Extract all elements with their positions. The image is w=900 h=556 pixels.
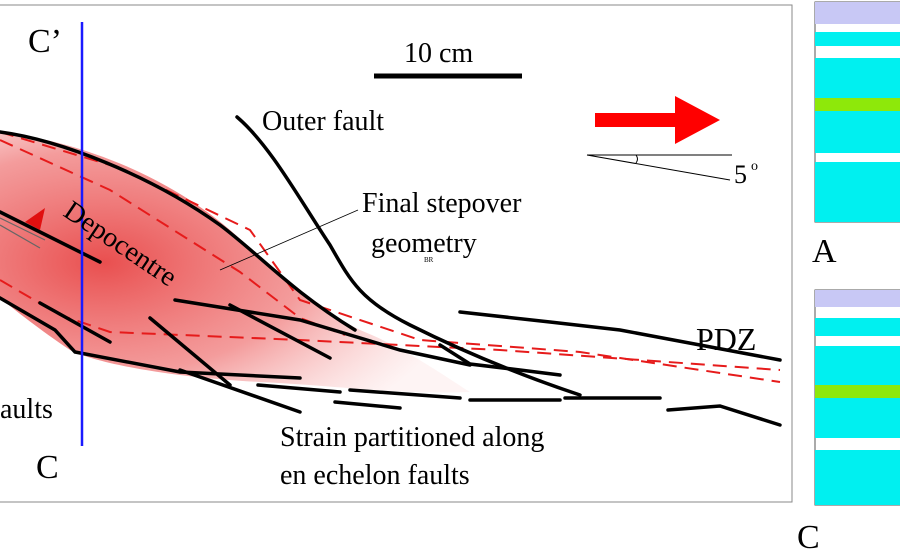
fault-en-echelon-7 [348, 388, 462, 400]
angle-label: 5 [734, 160, 747, 189]
final-stepover-label-1: Final stepover [362, 188, 522, 219]
fault-left-1 [0, 210, 102, 264]
fault-en-echelon-5 [256, 383, 342, 394]
thin-strands [0, 217, 46, 249]
outer-fault-label: Outer fault [262, 106, 384, 137]
strain-label-1: Strain partitioned along [280, 422, 544, 453]
pdz-label: PDZ [696, 321, 756, 357]
panel-a-label: A [812, 233, 837, 270]
dashed-line-lower [0, 131, 781, 383]
fault-en-echelon-11 [666, 404, 782, 427]
fault-en-echelon-6 [333, 400, 402, 410]
outer-fault [235, 115, 582, 397]
fault-pdz [458, 310, 782, 362]
section-label-top: C’ [28, 23, 62, 60]
fault-upper-boundary [0, 130, 357, 332]
fault-en-echelon-8 [438, 343, 562, 377]
triangle-marker [25, 208, 45, 230]
final-stepover-label-2: geometry [371, 228, 477, 259]
fault-traces [0, 115, 782, 427]
fault-en-echelon-2 [228, 303, 332, 360]
strat-panel-a [814, 1, 900, 223]
fault-en-echelon-3 [173, 298, 472, 367]
section-label-bottom: C [36, 449, 59, 486]
fault-left-2 [38, 301, 112, 344]
strat-panel-c [814, 289, 900, 506]
scale-label: 10 cm [404, 38, 473, 69]
tiny-mark: BR [424, 256, 434, 264]
dashed-line-upper [0, 139, 346, 336]
faults-fragment-label: aults [0, 394, 53, 425]
panel-c-label: C [797, 519, 820, 556]
motion-arrow-icon [595, 96, 720, 144]
strain-label-2: en echelon faults [280, 460, 470, 491]
leader-line [219, 209, 359, 271]
angle-degree: o [751, 159, 758, 174]
fault-lower-boundary [0, 296, 302, 380]
fault-en-echelon-4 [178, 368, 302, 414]
fault-en-echelon-1 [148, 316, 232, 387]
angle-indicator [586, 154, 732, 181]
